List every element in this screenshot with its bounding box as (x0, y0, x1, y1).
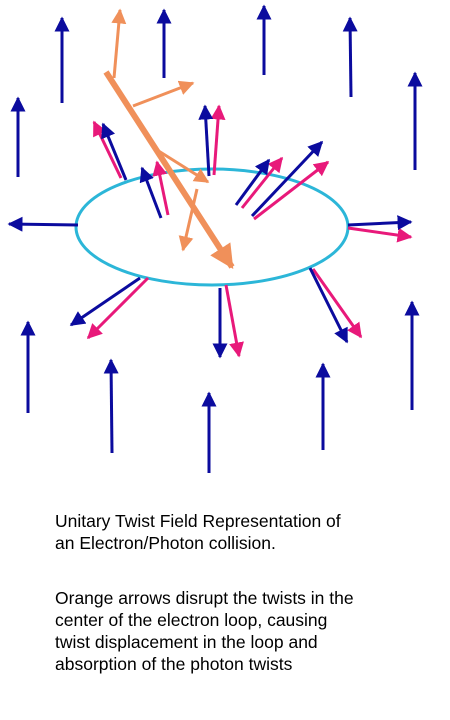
description-line: absorption of the photon twists (55, 654, 293, 674)
twist-arrow (224, 284, 244, 358)
loop-field-arrow (198, 104, 214, 177)
photon-arrow (132, 80, 195, 108)
twist-arrow (210, 104, 226, 176)
twist-arrow (152, 160, 170, 216)
diagram-title: Unitary Twist Field Representation of an… (55, 510, 440, 554)
background-field-arrows (10, 4, 423, 473)
electron-loop (74, 167, 350, 287)
field-arrow (342, 16, 358, 98)
loop-field-arrow (234, 158, 271, 206)
twist-arrow (347, 226, 413, 243)
photon-arrow-main (103, 70, 235, 270)
photon-arrows (103, 8, 235, 270)
twist-arrow (92, 120, 123, 179)
twist-arrow (311, 268, 363, 339)
loop-field-arrow (139, 166, 163, 219)
description-line: center of the electron loop, causing (55, 610, 328, 630)
twist-arrows (86, 104, 413, 358)
loop-field-arrow (69, 276, 141, 327)
photon-arrow (156, 148, 210, 184)
loop-field-arrow (347, 215, 413, 231)
loop-field-arrow (7, 216, 79, 232)
loop-field-arrow (250, 140, 324, 218)
twist-field-diagram (7, 4, 423, 473)
photon-arrow (111, 8, 127, 79)
description-line: Orange arrows disrupt the twists in the (55, 588, 354, 608)
twist-arrow (253, 160, 330, 221)
loop-field-arrow (101, 122, 128, 181)
twist-arrow (240, 156, 284, 209)
loop-field-arrows (7, 104, 413, 359)
photon-arrow (178, 188, 199, 252)
diagram-description: Orange arrows disrupt the twists in the … (55, 587, 440, 675)
title-line: Unitary Twist Field Representation of (55, 511, 341, 531)
title-line: an Electron/Photon collision. (55, 533, 276, 553)
description-line: twist displacement in the loop and (55, 632, 318, 652)
twist-arrow (86, 276, 150, 340)
loop-field-arrow (308, 267, 349, 344)
field-arrow (103, 358, 119, 454)
